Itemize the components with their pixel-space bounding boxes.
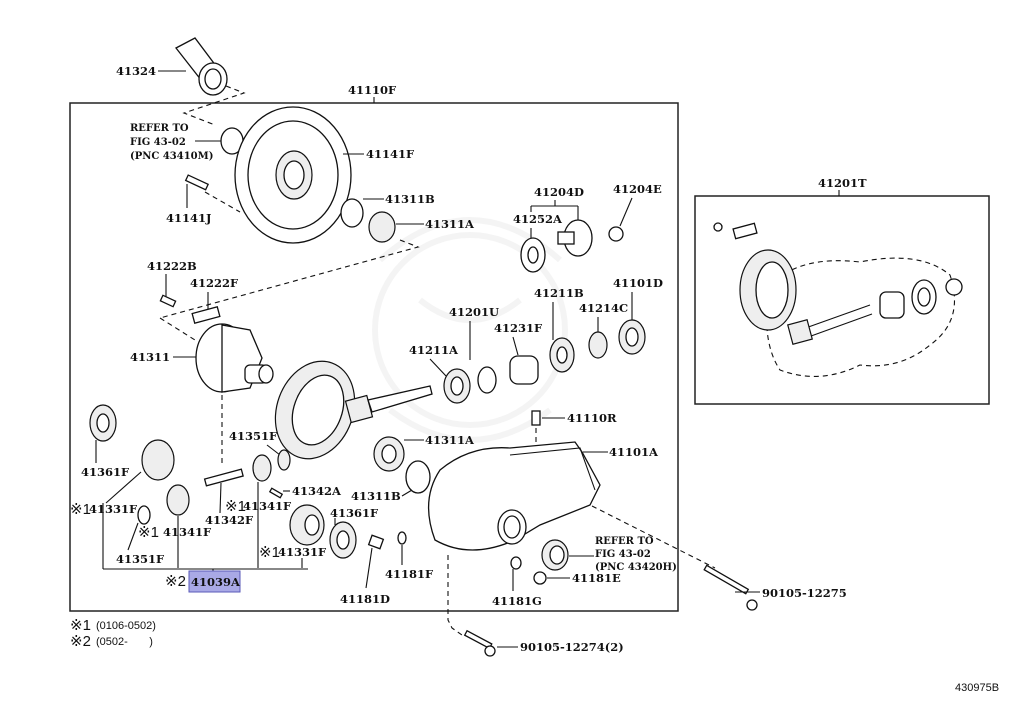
subassembly-frame [694,195,990,405]
label-41141J[interactable]: 41141J [166,211,211,225]
carrier-housing-41101A-drawing [427,441,601,551]
nut-41204E-drawing [608,226,624,242]
label-41201T[interactable]: 41201T [818,176,867,190]
refer-bottom-line2[interactable]: FIG 43-02 [595,549,651,560]
plug-41181D-drawing [367,534,385,550]
refer-bottom-line1: REFER TO [595,536,654,547]
label-90105-12275[interactable]: 90105-12275 [762,586,847,600]
label-41181F[interactable]: 41181F [385,567,434,581]
label-41331F-left[interactable]: 41331F [89,502,138,516]
collapsible-spacer-41231F-drawing [509,355,539,385]
label-41311[interactable]: 41311 [130,350,170,364]
label-41311A-mid[interactable]: 41311A [425,433,475,447]
pinion-gear-41341F-left-drawing [166,484,190,516]
mark-1-d: ※1 [259,544,280,561]
label-41341F-left[interactable]: 41341F [163,525,212,539]
gasket-41181F-drawing [397,531,407,545]
mark-1-b: ※1 [138,524,159,541]
label-41201U[interactable]: 41201U [449,305,499,319]
ring-gear-pinion-drawing [274,360,433,460]
label-41351F-mid[interactable]: 41351F [229,429,278,443]
part-41311B-top-drawing [340,198,364,228]
side-gear-left-drawing [141,439,175,481]
label-41204E[interactable]: 41204E [613,182,662,196]
label-41211B[interactable]: 41211B [534,286,584,300]
mark-1-c: ※1 [225,498,246,515]
legend-mark-2: ※2 [70,633,91,650]
label-41342F[interactable]: 41342F [205,513,254,527]
refer-bottom-line3[interactable]: (PNC 43420H) [595,562,677,573]
legend: ※1 (0106-0502) ※2 (0502- ) [70,617,156,650]
bolt-41141J-drawing [184,174,210,191]
label-41101A[interactable]: 41101A [609,445,659,459]
label-41311B-top[interactable]: 41311B [385,192,435,206]
label-41361F-right[interactable]: 41361F [330,506,379,520]
part-41204D-drawing [557,219,593,257]
ring-pinion-kit-drawing [713,222,963,377]
label-41222F[interactable]: 41222F [190,276,239,290]
label-41311A-top[interactable]: 41311A [425,217,475,231]
refer-top-line3[interactable]: (PNC 43410M) [130,151,213,162]
spacer-41311B-mid-drawing [405,460,431,494]
plug-41181E-drawing [533,571,547,585]
part-41141F-drawing [234,106,352,244]
label-41324[interactable]: 41324 [116,64,156,78]
gasket-41181G-drawing [510,556,522,570]
legend-range-2: (0502- ) [96,636,153,648]
bolt-90105-12274-drawing [463,629,493,650]
label-41204D[interactable]: 41204D [534,185,584,199]
label-41231F[interactable]: 41231F [494,321,543,335]
label-41181E[interactable]: 41181E [572,571,621,585]
label-41342A[interactable]: 41342A [292,484,342,498]
mark-1-a: ※1 [70,501,91,518]
label-41110F[interactable]: 41110F [348,83,397,97]
part-41311-drawing [195,323,274,393]
washer-41351F-mid-drawing [277,449,291,471]
pinion-gear-41341F-mid-drawing [252,454,272,482]
label-41222B[interactable]: 41222B [147,259,197,273]
mark-2: ※2 [165,573,186,590]
label-41039A[interactable]: 41039A [191,575,241,589]
label-41361F-left[interactable]: 41361F [81,465,130,479]
label-41181G[interactable]: 41181G [492,594,542,608]
bolt-90105-12275-drawing [703,564,750,595]
label-41141F[interactable]: 41141F [366,147,415,161]
pinion-shaft-41342F-drawing [203,468,244,487]
label-41211A[interactable]: 41211A [409,343,459,357]
figure-id: 430975B [955,682,999,694]
label-41110R[interactable]: 41110R [567,411,617,425]
label-41101D[interactable]: 41101D [613,276,663,290]
refer-top-line2[interactable]: FIG 43-02 [130,137,186,148]
label-41181D[interactable]: 41181D [340,592,390,606]
label-41311B-mid[interactable]: 41311B [351,489,401,503]
label-41252A[interactable]: 41252A [513,212,563,226]
part-41324-drawing [175,37,228,96]
label-41341F-mid[interactable]: 41341F [243,499,292,513]
refer-top-line1: REFER TO [130,123,189,134]
label-41351F-left[interactable]: 41351F [116,552,165,566]
spacer-41201U-drawing [477,366,497,394]
breather-41110R-drawing [531,410,541,426]
label-90105-12274[interactable]: 90105-12274(2) [520,640,624,654]
washer-41351F-left-drawing [137,505,151,525]
label-41331F-right[interactable]: 41331F [278,545,327,559]
washer-41214C-drawing [588,331,608,359]
legend-mark-1: ※1 [70,617,91,634]
legend-range-1: (0106-0502) [96,620,156,632]
lock-plate-41222F-drawing [191,306,221,324]
bolt-41222B-drawing [159,294,177,308]
pin-41342A-drawing [268,487,284,499]
label-41214C[interactable]: 41214C [579,301,628,315]
part-41311A-top-drawing [368,211,396,243]
highlight-41039A[interactable] [188,570,241,593]
